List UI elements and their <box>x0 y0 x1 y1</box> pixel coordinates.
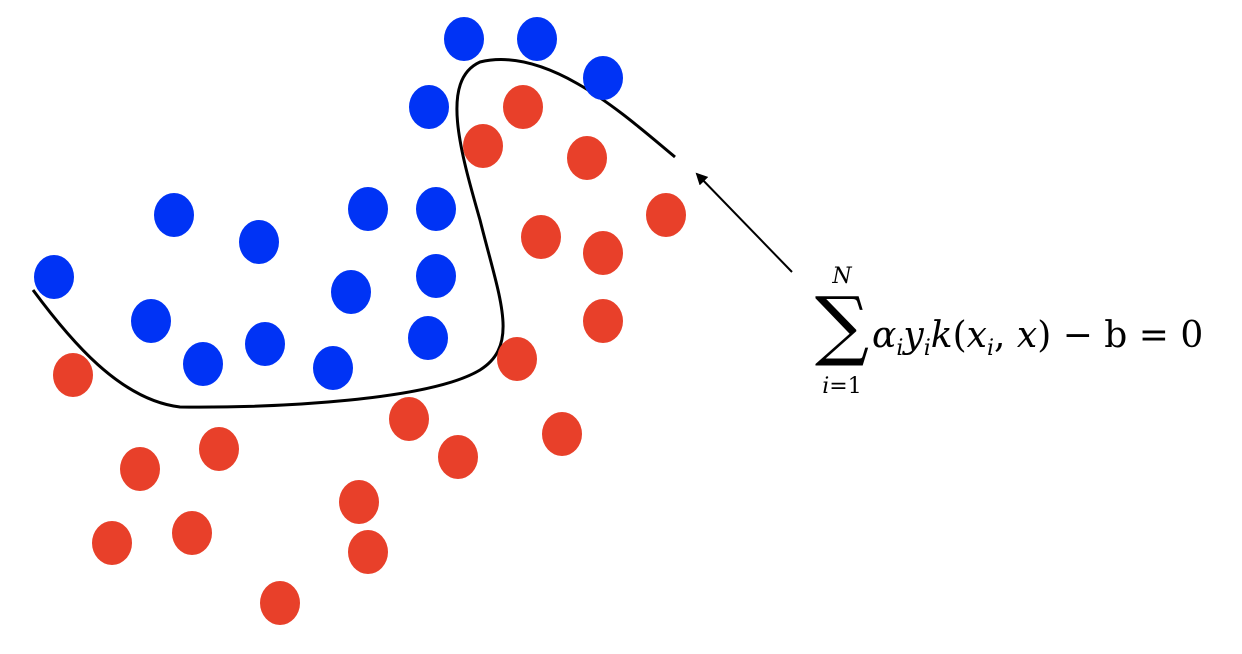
class-b-point <box>503 85 543 129</box>
class-b-point <box>339 480 379 524</box>
class-b-point <box>92 521 132 565</box>
x-arg-symbol: x <box>1016 315 1038 356</box>
x-symbol: x <box>966 315 987 356</box>
class-a-point <box>331 270 371 314</box>
class-b-points <box>53 85 686 625</box>
annotation-arrow <box>695 172 793 273</box>
class-a-points <box>34 17 623 390</box>
formula-rest: − b = 0 <box>1051 315 1204 356</box>
class-b-point <box>542 412 582 456</box>
class-a-point <box>313 346 353 390</box>
class-a-point <box>444 17 484 61</box>
class-a-point <box>409 85 449 129</box>
class-b-point <box>172 511 212 555</box>
class-b-point <box>348 530 388 574</box>
class-b-point <box>463 124 503 168</box>
close-paren: ) <box>1037 315 1052 356</box>
class-b-point <box>53 353 93 397</box>
class-a-point <box>34 255 74 299</box>
comma: , <box>993 315 1017 356</box>
sum-index-start: =1 <box>829 374 862 399</box>
class-b-point <box>646 193 686 237</box>
class-a-point <box>154 193 194 237</box>
sum-upper-limit: N <box>832 264 852 289</box>
class-b-point <box>583 231 623 275</box>
class-a-point <box>245 322 285 366</box>
decision-function-formula: N ∑ i=1 αiyik(xi, x) − b = 0 <box>812 262 1232 412</box>
class-b-point <box>389 397 429 441</box>
class-a-point <box>517 17 557 61</box>
class-b-point <box>260 581 300 625</box>
class-a-point <box>239 220 279 264</box>
class-b-point <box>120 447 160 491</box>
open-paren: ( <box>952 315 967 356</box>
class-a-point <box>416 187 456 231</box>
x-subscript: i <box>986 336 994 361</box>
class-a-point <box>416 254 456 298</box>
sum-index: i <box>822 374 830 399</box>
alpha-symbol: α <box>872 315 897 356</box>
class-a-point <box>183 342 223 386</box>
class-a-point <box>583 56 623 100</box>
y-subscript: i <box>923 336 931 361</box>
class-b-point <box>583 299 623 343</box>
class-b-point <box>199 427 239 471</box>
alpha-subscript: i <box>896 336 904 361</box>
class-b-point <box>521 215 561 259</box>
class-b-point <box>497 337 537 381</box>
summation: N ∑ i=1 <box>812 262 872 412</box>
class-a-point <box>131 299 171 343</box>
class-b-point <box>438 435 478 479</box>
sum-symbol: ∑ <box>814 280 870 369</box>
decision-boundary-curve <box>31 58 676 409</box>
y-symbol: y <box>903 315 924 356</box>
kernel-symbol: k <box>930 315 953 356</box>
formula-expression: αiyik(xi, x) − b = 0 <box>872 314 1204 361</box>
class-a-point <box>348 187 388 231</box>
class-a-point <box>408 316 448 360</box>
sum-lower-limit: i=1 <box>812 374 872 399</box>
class-b-point <box>567 136 607 180</box>
